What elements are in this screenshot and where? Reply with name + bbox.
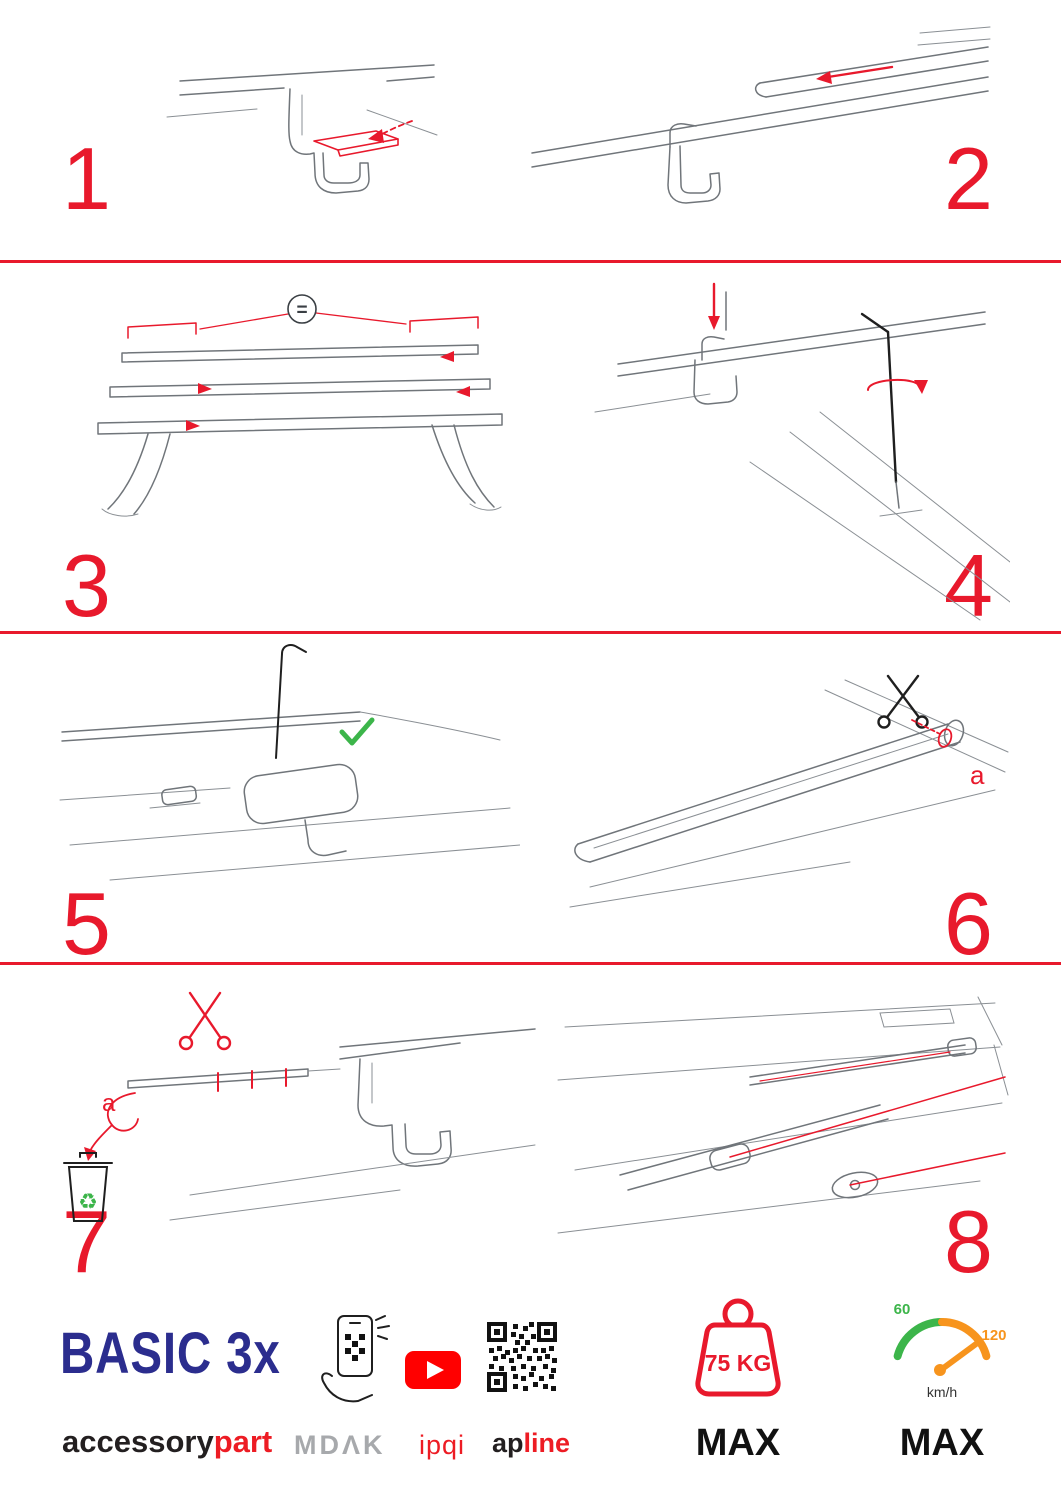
logo-apline-red: line [523,1428,571,1458]
speed-low-label: 60 [894,1301,911,1318]
step-1-illustration [166,64,438,194]
logo-mdak: MDΛK [294,1430,386,1460]
step-7-illustration: a ♻ [63,991,536,1222]
brand-wordmark-red: part [213,1424,273,1459]
section-divider [0,631,1061,634]
cut-point-highlight [937,728,953,748]
cut-guide-line [911,719,941,735]
step-3-illustration: = [97,294,503,517]
roof-rail-sketch [594,311,1010,621]
strip-sketch [127,1068,341,1092]
max-weight-icon: 75 KG [695,1298,781,1397]
allen-key-sketch [860,312,928,517]
max-weight-label: MAX [695,1422,781,1464]
step-5-number: 5 [62,874,111,973]
equal-badge [287,294,317,324]
step-4-number: 4 [944,536,993,635]
scissors-icon [178,991,232,1051]
trash-icon: ♻ [63,1152,113,1222]
clamp-sketch [169,1028,536,1221]
step-8-number: 8 [944,1192,993,1291]
qr-pattern [487,1322,557,1392]
roof-rail-sketch [166,64,438,136]
slide-arrow-icon [816,65,894,84]
crossbars-sketch [97,344,503,435]
cut-label-a: a [102,1090,116,1117]
max-weight-value: 75 KG [705,1350,771,1376]
alignment-lines [729,1051,1006,1186]
equal-spacing-annotation: = [127,294,479,339]
speedometer-icon: 60 120 km/h [893,1301,1007,1400]
bar-with-strip-sketch [574,719,965,863]
scissors-icon [877,674,929,729]
phone-scan-icon [321,1315,390,1403]
speed-unit-label: km/h [927,1384,957,1400]
logo-apline-black: ap [492,1428,524,1458]
insert-plate-highlight [313,120,413,157]
foot-sketch [101,424,502,517]
step-8-illustration [557,996,1009,1234]
insert-arrow-icon [708,316,720,330]
bar-sketch [59,711,520,881]
max-speed-label: MAX [899,1422,985,1464]
step-1-number: 1 [62,129,111,228]
step-6-illustration: a [569,674,1009,908]
roof-rail-sketch [531,76,989,168]
checkmark-icon [339,717,375,746]
cut-marks [217,1068,287,1092]
clamp-assembly-sketch [149,763,359,857]
clamp-sketch [288,88,370,194]
insert-arrow-icon [368,129,384,143]
locking-rod-sketch [275,644,307,759]
youtube-icon[interactable] [404,1350,462,1390]
product-name: BASIC 3x [60,1321,281,1386]
logo-apline: apline [492,1428,570,1459]
brand-wordmark: accessorypart [62,1424,272,1460]
step-3-number: 3 [62,536,111,635]
roof-sketch [557,996,1009,1234]
logo-ipqi: ipqi [419,1430,466,1460]
equal-sign: = [296,300,307,321]
section-divider [0,962,1061,965]
qr-code-icon [487,1322,557,1392]
clamp-pin-sketch [693,282,738,405]
rotate-arrow-icon [867,378,921,391]
adjust-arrows-icon [186,351,470,431]
brand-wordmark-black: accessory [62,1424,214,1459]
speed-high-label: 120 [981,1327,1006,1344]
roof-sketch [569,679,1009,908]
phone-qr-pattern [345,1334,365,1361]
step-4-illustration [594,282,1010,621]
recycle-icon: ♻ [78,1189,98,1214]
step-6-number: 6 [944,874,993,973]
step-2-number: 2 [944,129,993,228]
clamp-sketch [667,123,721,204]
slide-bar-sketch [754,26,991,98]
step-5-illustration [59,644,520,881]
cut-label-a: a [970,760,985,790]
step-2-illustration [531,26,991,204]
section-divider [0,260,1061,263]
